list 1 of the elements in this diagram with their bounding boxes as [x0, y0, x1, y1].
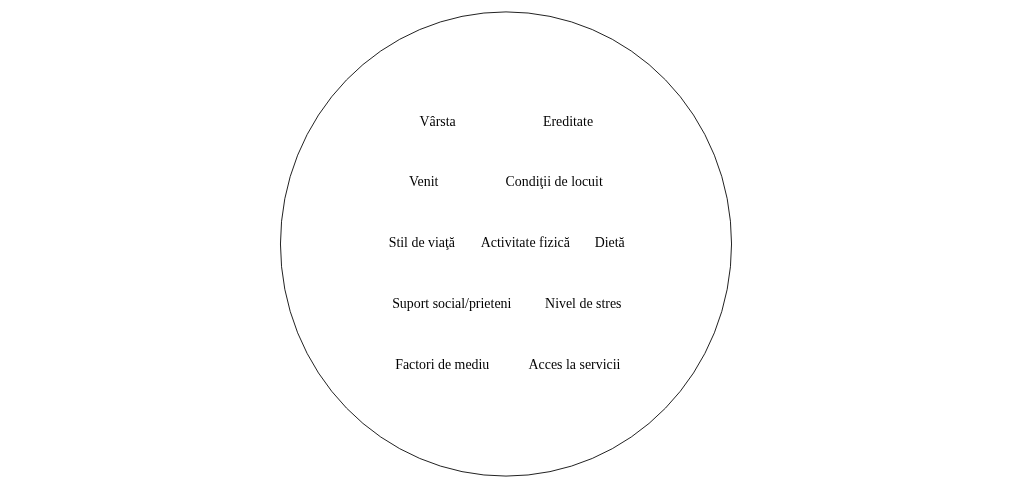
node-circle: Vârsta Ereditate Venit Condiţii de locuit Stil de viaţă Activitate fizică Dietă Suport social/prieteni Nivel de stres Factori de mediu Acces la servicii — [279, 11, 732, 477]
